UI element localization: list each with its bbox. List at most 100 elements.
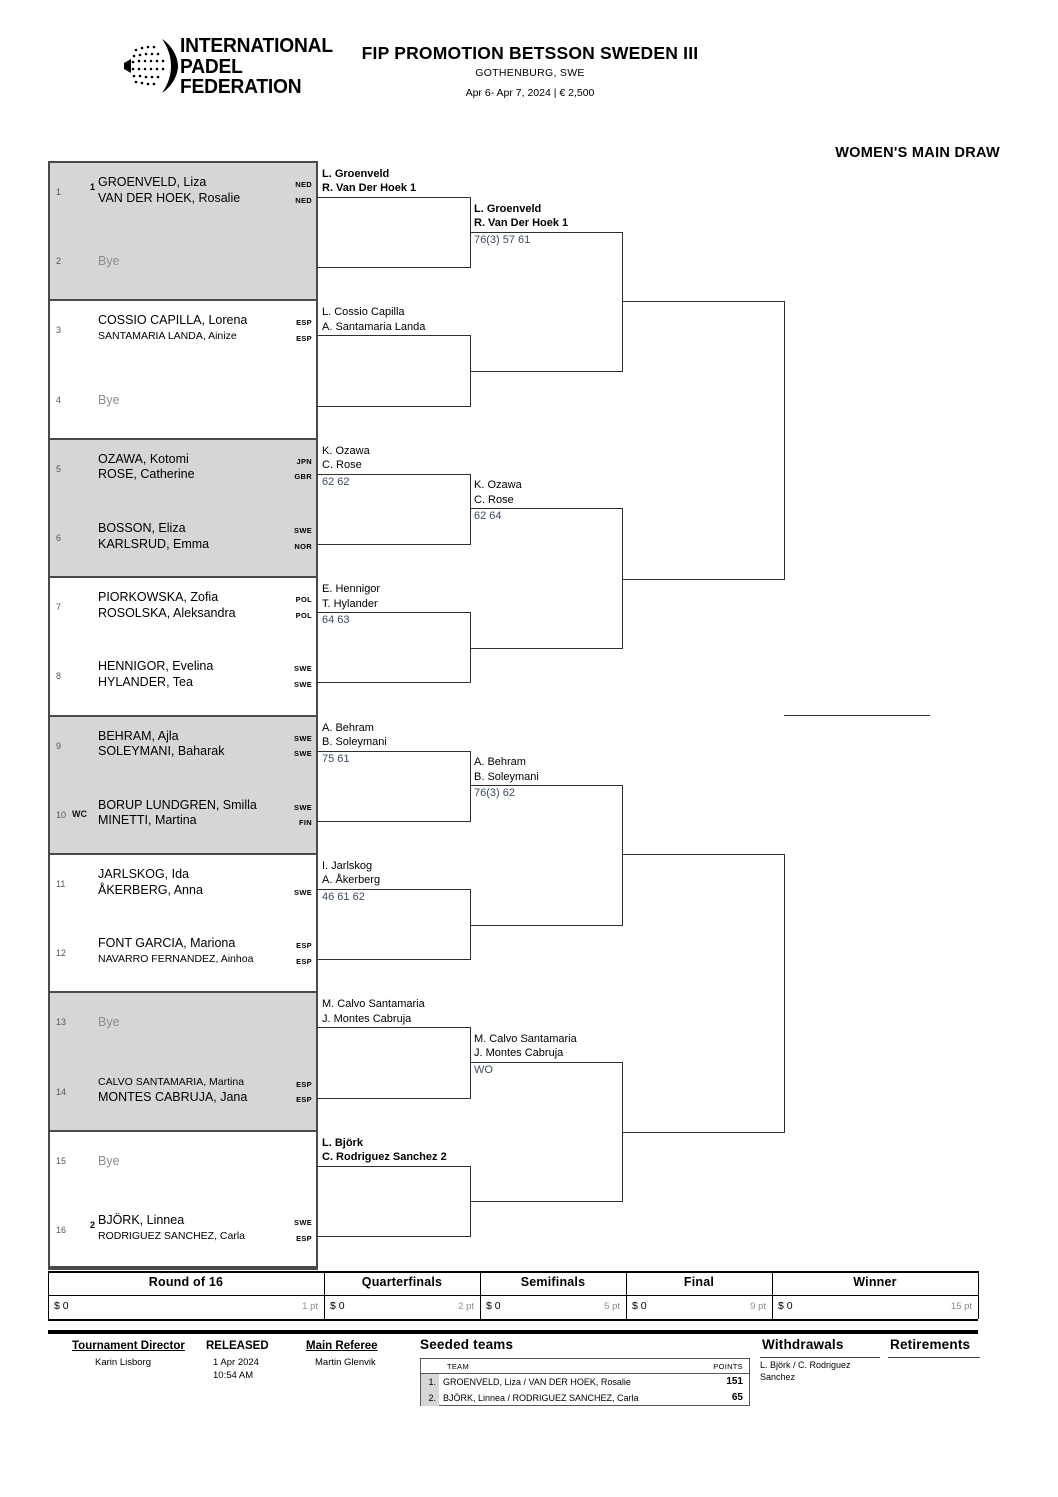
r16-score-3: 62 62 [322,475,350,488]
points-round-label-3: Semifinals [520,1275,586,1289]
r1-group-5-6 [48,437,318,577]
points-prize-money-2: $ 0 [330,1300,345,1312]
r1-slot-number-6: 6 [56,533,62,543]
r1-player1-8: HENNIGOR, Evelina [98,659,214,674]
r1-bye-13: Bye [98,1015,120,1030]
logo-line-3: FEDERATION [180,76,302,98]
points-col-divider-2 [324,1271,325,1319]
r1-country1-8: SWE [294,664,312,674]
r1-country1-16: SWE [294,1218,312,1227]
r1-slot-number-3: 3 [56,325,62,336]
r1-player2-5: ROSE, Catherine [98,467,195,482]
points-col-divider-1 [48,1271,49,1319]
r1-country1-7: POL [295,595,312,605]
points-round-label-1: Round of 16 [148,1275,224,1289]
retirements-title: Retirements [890,1337,971,1352]
sf-connector-1 [622,300,785,580]
r16-player2-5: B. Soleymani [322,736,387,749]
qf-connector-1 [470,231,623,372]
r1-player1-10: BORUP LUNDGREN, Smilla [98,797,257,812]
r16-player1-2: L. Cossio Capilla [322,306,405,319]
tournament-dates-prize: Apr 6- Apr 7, 2024 | € 2,500 [465,87,595,99]
r1-group-separator [48,853,318,855]
r16-player1-7: M. Calvo Santamaria [322,998,425,1011]
qf-player2-3: B. Soleymani [474,770,539,783]
seeded-points-2: 65 [731,1392,743,1403]
points-value-4: 9 pt [750,1301,766,1312]
r16-player1-6: I. Jarlskog [322,859,373,872]
r1-slot-number-15: 15 [56,1155,67,1166]
r1-player2-16: RODRIGUEZ SANCHEZ, Carla [98,1229,246,1242]
released-date: 1 Apr 2024 [213,1357,259,1368]
r1-country1-9: SWE [294,733,312,743]
qf-player2-4: J. Montes Cabruja [474,1047,564,1060]
released-time: 10:54 AM [213,1370,254,1381]
r1-player2-1: VAN DER HOEK, Rosalie [98,190,241,205]
r1-player1-12: FONT GARCIA, Mariona [98,936,236,951]
r1-bottom-rule [48,1268,318,1271]
r1-player1-3: COSSIO CAPILLA, Lorena [98,313,248,328]
qf-player2-2: C. Rose [474,493,514,506]
r1-group-separator [48,991,318,994]
r1-slot-number-9: 9 [56,740,62,751]
r16-player1-3: K. Ozawa [322,444,370,457]
tournament-title: FIP PROMOTION BETSSON SWEDEN III [361,43,699,63]
r16-player2-8: C. Rodriguez Sanchez 2 [322,1151,447,1164]
r1-group-9-10 [48,714,318,853]
r1-player1-5: OZAWA, Kotomi [98,451,189,466]
qf-player1-3: A. Behram [474,756,526,769]
seeded-rank-2: 2. [421,1390,439,1406]
r16-player1-4: E. Hennigor [322,583,381,596]
r16-connector-2 [318,335,471,407]
r1-country1-5: JPN [296,456,312,466]
r1-group-13-14 [48,991,318,1130]
r1-country1-11 [294,869,312,885]
r1-country1-3: ESP [296,318,312,328]
r1-group-separator [48,576,318,579]
r16-player2-1: R. Van Der Hoek 1 [322,182,417,195]
r1-country1-14: ESP [296,1079,312,1089]
ipf-logo: INTERNATIONAL PADEL FEDERATION [122,33,333,103]
seeded-teams-table: TEAM POINTS 1. GROENVELD, Liza / VAN DER … [420,1358,750,1406]
r1-country2-9: SWE [294,749,312,759]
seeded-table-header: TEAM POINTS [421,1359,749,1374]
r1-slot-number-7: 7 [56,602,62,613]
r1-slot-number-12: 12 [56,948,67,959]
r1-player1-7: PIORKOWSKA, Zofia [98,590,219,605]
r1-group-7-8 [48,576,318,715]
r1-slot-number-11: 11 [56,879,66,889]
points-prize-money-5: $ 0 [778,1300,793,1312]
seeded-team-1: GROENVELD, Liza / VAN DER HOEK, Rosalie [443,1377,631,1387]
r1-bye-2: Bye [98,254,120,269]
seeded-rank-1: 1. [421,1374,439,1390]
r1-player1-14: CALVO SANTAMARIA, Martina [98,1075,245,1088]
